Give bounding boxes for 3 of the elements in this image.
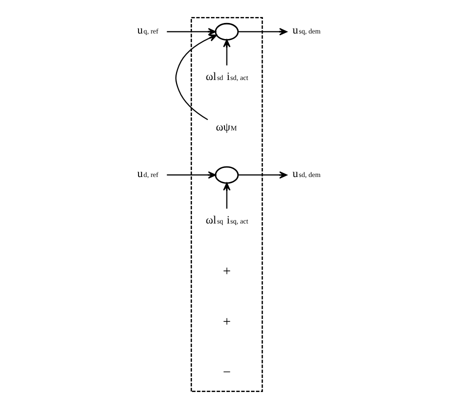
label: +: [222, 314, 231, 330]
label: +: [222, 262, 231, 279]
label: −: [222, 364, 231, 380]
